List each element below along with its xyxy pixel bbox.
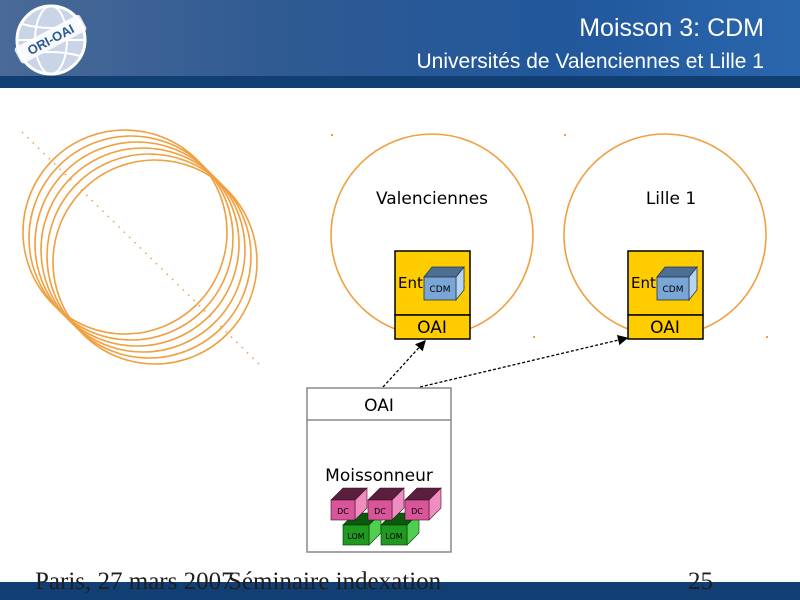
lom-label: LOM: [385, 532, 402, 541]
site-lille-1: Lille 1 Ent t CDM OAI: [563, 133, 768, 340]
harvester: OAI Moissonneur LOM LOM DC DC: [306, 387, 452, 553]
cdm-label: CDM: [663, 285, 684, 295]
harvest-arrows: [382, 335, 629, 388]
ring-stack: [21, 129, 261, 366]
header-rule: [0, 76, 800, 88]
footer-event: Séminaire indexation: [228, 568, 442, 595]
ori-oai-logo: ORI-OAI: [14, 4, 87, 76]
site-name: Lille 1: [646, 189, 696, 209]
oai-box: [627, 314, 704, 340]
dc-label: DC: [374, 507, 386, 516]
footer-location-date: Paris, 27 mars 2007: [35, 568, 234, 595]
slide-header: ORI-OAI Moisson 3: CDM Universités de Va…: [0, 0, 800, 90]
dc-cube: DC: [367, 487, 405, 521]
oai-label: OAI: [650, 318, 680, 338]
header-band: [0, 0, 800, 76]
harvester-oai-label: OAI: [364, 396, 394, 416]
site-valenciennes: Valenciennes Ent t CDM OAI: [330, 133, 535, 340]
dc-label: DC: [411, 507, 423, 516]
footer-bar: [0, 582, 800, 600]
harvester-name: Moissonneur: [325, 466, 433, 486]
cdm-cube: CDM: [656, 265, 698, 302]
site-name: Valenciennes: [376, 189, 488, 209]
slide-title: Moisson 3: CDM: [579, 14, 764, 42]
slide-number: 25: [688, 568, 713, 595]
oai-box: [394, 314, 471, 340]
cdm-label: CDM: [430, 285, 451, 295]
oai-label: OAI: [417, 318, 447, 338]
entrepot-label: Ent: [631, 274, 656, 292]
slide-subtitle: Universités de Valenciennes et Lille 1: [416, 50, 764, 73]
harvest-diagram: Valenciennes Ent t CDM OAI Lille 1 Ent t…: [21, 129, 768, 553]
dc-cube: DC: [330, 487, 368, 521]
lom-label: LOM: [347, 532, 364, 541]
dc-label: DC: [337, 507, 349, 516]
arrow-to-valenciennes: [382, 340, 426, 388]
arrow-to-lille-1: [419, 335, 629, 388]
cdm-cube: CDM: [423, 265, 465, 302]
dc-cube: DC: [404, 487, 442, 521]
entrepot-label: Ent: [398, 274, 423, 292]
